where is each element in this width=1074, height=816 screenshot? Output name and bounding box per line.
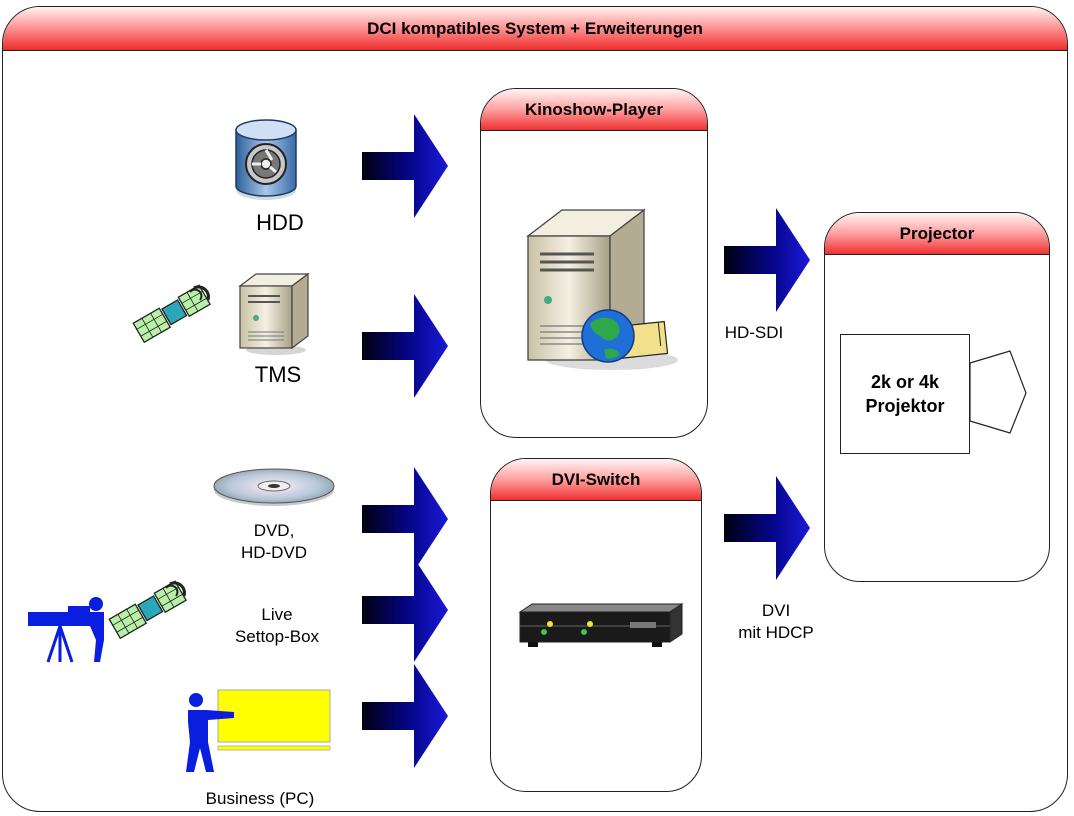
arrow-player-to-projector xyxy=(724,208,810,312)
tms-label: TMS xyxy=(254,362,302,387)
player-box-title: Kinoshow-Player xyxy=(481,89,707,131)
projector-device-line1: 2k or 4k xyxy=(870,372,940,392)
live-label: Live Settop-Box xyxy=(212,604,342,648)
projector-box-title: Projector xyxy=(825,213,1049,255)
arrow-switch-to-projector xyxy=(724,476,810,580)
dvd-disc-icon xyxy=(213,468,335,506)
hdd-label: HDD xyxy=(256,210,304,235)
projector-device: 2k or 4k Projektor xyxy=(840,334,970,454)
live-label-line1: Live xyxy=(261,605,293,624)
player-server-icon xyxy=(526,208,678,370)
projector-lens-icon xyxy=(969,350,1027,434)
dvd-label-line1: DVD, xyxy=(253,521,295,540)
arrow-business-to-switch xyxy=(362,664,448,768)
projector-device-line2: Projektor xyxy=(865,396,945,416)
settop-box-icon xyxy=(518,603,684,647)
dvi-label: DVI mit HDCP xyxy=(726,600,826,644)
hd-sdi-label: HD-SDI xyxy=(724,323,784,342)
satellite-icon xyxy=(132,284,211,344)
camera-operator-icon xyxy=(28,597,104,663)
diagram-title: DCI kompatibles System + Erweiterungen xyxy=(3,7,1067,51)
arrow-live-to-switch xyxy=(362,558,448,662)
arrow-hdd-to-player xyxy=(362,114,448,218)
dvi-label-line2: mit HDCP xyxy=(738,623,814,642)
dvi-label-line1: DVI xyxy=(761,601,791,620)
hdd-icon xyxy=(235,119,297,200)
dvd-label-line2: HD-DVD xyxy=(240,543,308,562)
business-label: Business (PC) xyxy=(205,789,315,808)
arrow-tms-to-player xyxy=(362,294,448,398)
satellite-live-icon xyxy=(108,580,187,640)
live-label-line2: Settop-Box xyxy=(234,627,320,646)
business-presenter-icon xyxy=(186,689,331,772)
player-box: Kinoshow-Player xyxy=(480,88,708,438)
switch-box-title: DVI-Switch xyxy=(491,459,701,501)
tms-server-icon xyxy=(238,272,310,355)
arrow-dvd-to-switch xyxy=(362,467,448,571)
dvd-label: DVD, HD-DVD xyxy=(214,520,334,564)
